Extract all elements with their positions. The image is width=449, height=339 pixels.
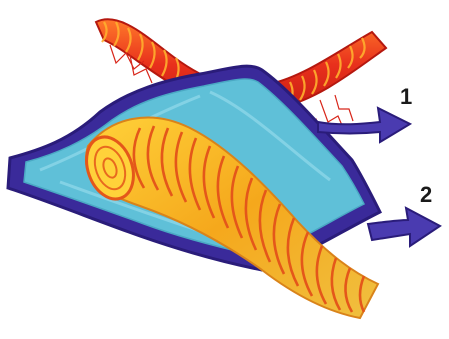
callout-label-1: 1 <box>400 86 412 108</box>
callout-label-2: 2 <box>420 184 432 206</box>
